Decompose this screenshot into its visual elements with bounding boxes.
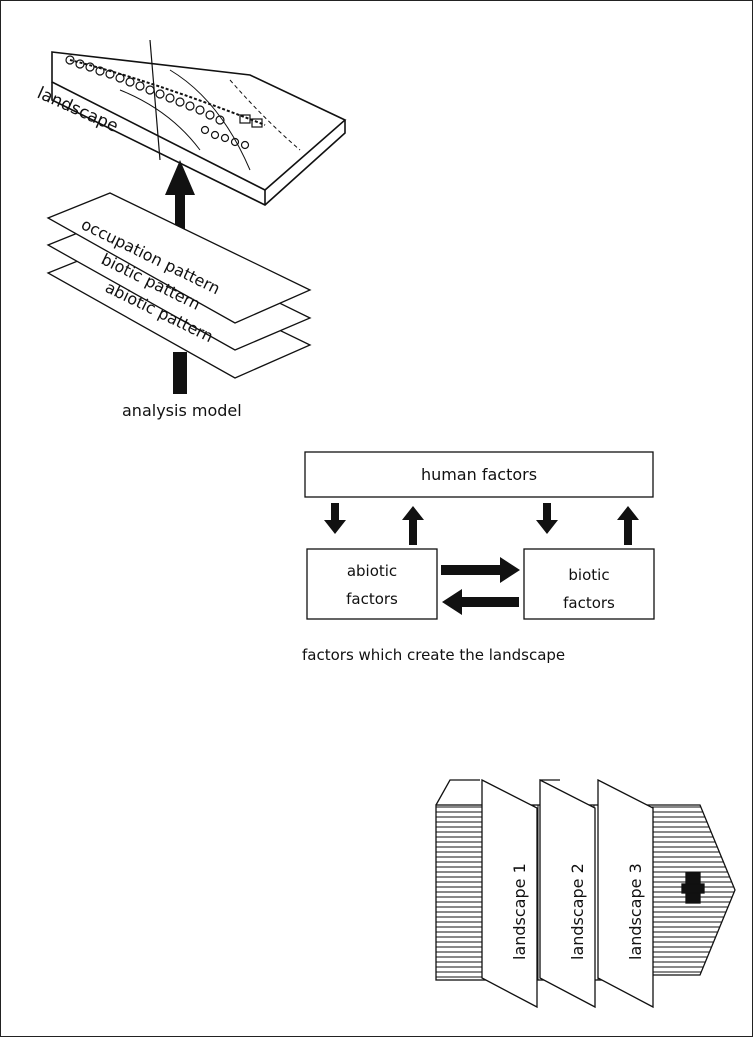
panel-landscape-1	[481, 778, 538, 1009]
panel-landscape-2	[539, 778, 596, 1009]
abiotic-factors-box	[306, 548, 438, 620]
biotic-label-line1: biotic	[568, 566, 609, 584]
biotic-label-line2: factors	[563, 594, 615, 612]
layer-stack	[46, 192, 312, 379]
arrow-down-biotic	[536, 503, 558, 534]
arrow-right-abiotic-to-biotic	[441, 557, 520, 583]
panel-landscape-3	[597, 778, 654, 1009]
panel-label-2: landscape 2	[568, 863, 587, 960]
abiotic-label-line1: abiotic	[347, 562, 397, 580]
layer-occupation	[46, 192, 312, 324]
landscape-block	[51, 39, 347, 206]
up-arrow-large	[165, 160, 195, 394]
tree-cluster	[65, 55, 263, 150]
analysis-model: landscape occupation pattern biotic patt…	[34, 39, 347, 420]
factors-diagram: human factors abiotic factors biotic fac…	[302, 451, 655, 664]
panel-label-3: landscape 3	[626, 863, 645, 960]
biotic-factors-box	[523, 548, 655, 620]
abiotic-label-line2: factors	[346, 590, 398, 608]
analysis-model-caption: analysis model	[122, 401, 242, 420]
human-factors-box	[304, 451, 654, 498]
panel-label-1: landscape 1	[510, 863, 529, 960]
arrow-left-biotic-to-abiotic	[442, 589, 519, 615]
factors-caption: factors which create the landscape	[302, 646, 565, 664]
arrow-up-abiotic	[402, 506, 424, 545]
human-factors-label: human factors	[421, 465, 537, 484]
landscape-sequence	[435, 778, 736, 1009]
arrow-up-biotic	[617, 506, 639, 545]
arrow-down-abiotic	[324, 503, 346, 534]
